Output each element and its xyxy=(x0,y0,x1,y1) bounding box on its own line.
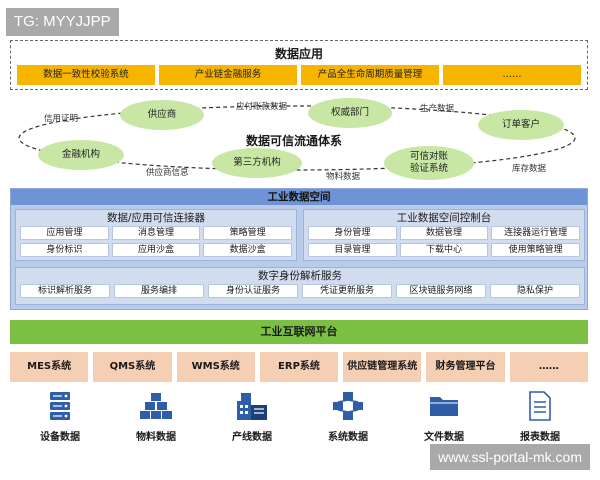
console-download-center: 下载中心 xyxy=(399,243,489,257)
systems-row: MES系统 QMS系统 WMS系统 ERP系统 供应链管理系统 财务管理平台 …… xyxy=(10,352,588,382)
industrial-internet-platform: 工业互联网平台 xyxy=(10,320,588,344)
connector-policy-management: 策略管理 xyxy=(203,226,292,240)
edge-label-production: 生产数据 xyxy=(420,104,455,114)
system-scm: 供应链管理系统 xyxy=(343,352,422,382)
industrial-data-space: 工业数据空间 数据/应用可信连接器 应用管理 消息管理 策略管理 身份标识 应用… xyxy=(10,188,588,310)
connector-app-management: 应用管理 xyxy=(20,226,109,240)
edge-label-payable: 应付账款数据 xyxy=(236,102,288,112)
source-report: 报表数据 xyxy=(500,390,580,450)
data-application-title: 数据应用 xyxy=(274,47,323,61)
document-icon xyxy=(529,391,551,421)
identity-service-panel: 数字身份解析服务 标识解析服务 服务编排 身份认证服务 凭证更新服务 区块链服务… xyxy=(15,267,585,305)
console-identity-management: 身份管理 xyxy=(308,226,397,240)
connector-identity: 身份标识 xyxy=(20,243,109,257)
edge-label-credit-proof: 信用证明 xyxy=(44,114,79,124)
connector-message-management: 消息管理 xyxy=(111,226,201,240)
connector-panel: 数据/应用可信连接器 应用管理 消息管理 策略管理 身份标识 应用沙盒 数据沙盒 xyxy=(15,209,297,261)
data-application-section: 数据应用 数据一致性校验系统 产业链金融服务 产品全生命周期质量管理 …… xyxy=(10,40,588,90)
watermark-label: www.ssl-portal-mk.com xyxy=(430,444,590,470)
identity-authentication: 身份认证服务 xyxy=(208,284,298,298)
source-system: 系统数据 xyxy=(308,390,388,450)
edge-label-inventory: 库存数据 xyxy=(512,164,547,174)
app-item-finance: 产业链金融服务 xyxy=(159,65,297,85)
console-connector-operation: 连接器运行管理 xyxy=(491,226,580,240)
service-orchestration: 服务编排 xyxy=(114,284,204,298)
node-order-customer: 订单客户 xyxy=(478,110,564,140)
system-qms: QMS系统 xyxy=(93,352,172,382)
source-file: 文件数据 xyxy=(404,390,484,450)
system-mes: MES系统 xyxy=(10,352,89,382)
folder-icon xyxy=(430,397,458,416)
identity-resolution: 标识解析服务 xyxy=(20,284,110,298)
source-system-label: 系统数据 xyxy=(328,432,368,443)
node-authority: 权威部门 xyxy=(308,98,392,128)
connector-title: 数据/应用可信连接器 xyxy=(106,212,206,224)
edge-label-material: 物料数据 xyxy=(326,172,361,182)
node-supplier: 供应商 xyxy=(120,100,204,130)
network-icon xyxy=(333,392,363,420)
source-material: 物料数据 xyxy=(116,390,196,450)
source-device: 设备数据 xyxy=(20,390,100,450)
source-device-label: 设备数据 xyxy=(40,432,80,443)
factory-icon xyxy=(237,393,267,420)
trust-flow-ellipse xyxy=(18,105,576,171)
data-sources-row: 设备数据 物料数据 xyxy=(20,390,580,450)
console-title: 工业数据空间控制台 xyxy=(396,212,492,224)
connector-app-sandbox: 应用沙盒 xyxy=(111,243,201,257)
node-reconcile: 可信对账 验证系统 xyxy=(384,146,474,180)
system-wms: WMS系统 xyxy=(176,352,255,382)
credential-update: 凭证更新服务 xyxy=(302,284,392,298)
source-file-label: 文件数据 xyxy=(424,432,464,443)
system-erp: ERP系统 xyxy=(259,352,339,382)
privacy-protection: 隐私保护 xyxy=(490,284,580,298)
source-material-label: 物料数据 xyxy=(136,432,176,443)
node-reconcile-line1: 可信对账 xyxy=(409,151,448,162)
tag-label: TG: MYYJJPP xyxy=(6,8,119,36)
identity-service-title: 数字身份解析服务 xyxy=(258,270,342,282)
edge-label-supplier-info: 供应商信息 xyxy=(146,168,189,178)
blockchain-network: 区块链服务网络 xyxy=(396,284,486,298)
console-catalog-management: 目录管理 xyxy=(308,243,397,257)
app-item-quality: 产品全生命周期质量管理 xyxy=(301,65,439,85)
system-more: …… xyxy=(509,352,588,382)
boxes-icon xyxy=(140,393,172,419)
industrial-data-space-title: 工业数据空间 xyxy=(11,189,587,205)
node-reconcile-line2: 验证系统 xyxy=(409,163,448,174)
app-item-more: …… xyxy=(443,65,581,85)
source-report-label: 报表数据 xyxy=(520,432,560,443)
system-finance: 财务管理平台 xyxy=(426,352,505,382)
console-usage-policy: 使用策略管理 xyxy=(491,243,580,257)
node-finance: 金融机构 xyxy=(38,140,124,170)
node-third-party: 第三方机构 xyxy=(212,148,302,178)
server-rack-icon xyxy=(50,392,70,420)
source-line-label: 产线数据 xyxy=(232,432,272,443)
console-data-management: 数据管理 xyxy=(399,226,489,240)
console-panel: 工业数据空间控制台 身份管理 数据管理 连接器运行管理 目录管理 下载中心 使用… xyxy=(303,209,585,261)
app-item-consistency: 数据一致性校验系统 xyxy=(17,65,155,85)
source-line: 产线数据 xyxy=(212,390,292,450)
connector-data-sandbox: 数据沙盒 xyxy=(203,243,292,257)
trust-flow-title: 数据可信流通体系 xyxy=(246,134,343,148)
